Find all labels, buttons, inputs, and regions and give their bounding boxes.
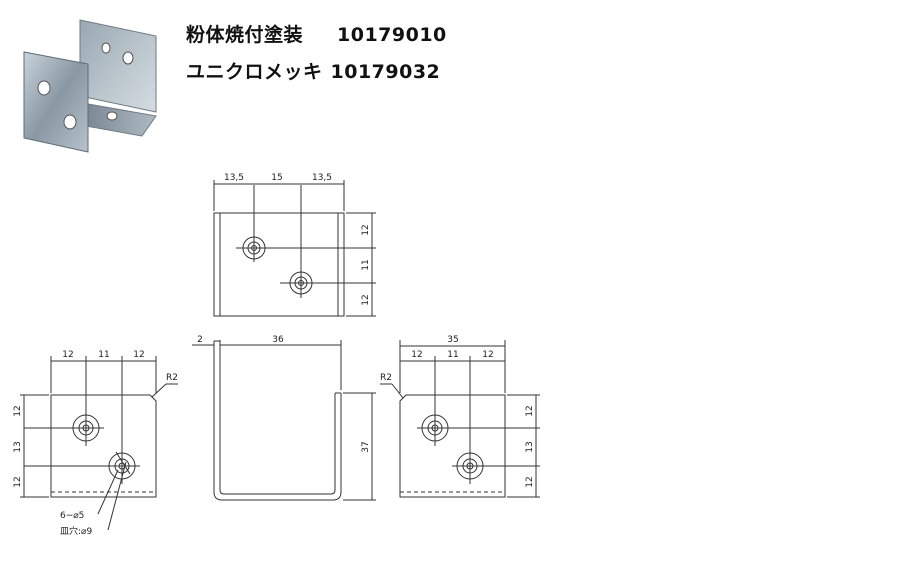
finish-name-unichrome: ユニクロメッキ: [186, 61, 323, 83]
dim-left-v2: 13: [13, 441, 23, 452]
front-view: [192, 340, 376, 501]
dim-right-v3: 12: [525, 476, 535, 487]
hole-note-countersink: 皿穴:⌀9: [60, 525, 92, 537]
dim-top-v2: 11: [361, 259, 371, 270]
left-view-outline: [50, 394, 157, 498]
dim-top-h1: 13,5: [224, 173, 244, 183]
dim-left-v1: 12: [13, 405, 23, 416]
dim-top-h3: 13,5: [312, 173, 332, 183]
dim-right-h2: 11: [447, 350, 458, 360]
dim-right-h3: 12: [482, 350, 493, 360]
dim-front-width: 36: [272, 335, 284, 345]
dim-top-v3: 12: [361, 294, 371, 305]
hole-note-count: 6−⌀5: [60, 511, 84, 521]
dim-front-height: 37: [361, 441, 371, 452]
dim-top-v1: 12: [361, 224, 371, 235]
title-powder-coat: 粉体焼付塗装 10179010: [186, 20, 447, 47]
dim-right-overall: 35: [447, 335, 458, 345]
dim-left-h3: 12: [133, 350, 144, 360]
radius-left: R2: [166, 373, 178, 383]
dim-right-h1: 12: [411, 350, 422, 360]
dim-thickness: 2: [197, 335, 203, 345]
product-code-powder: 10179010: [337, 24, 447, 46]
product-photo: [23, 19, 157, 153]
radius-right: R2: [380, 373, 392, 383]
dimension-labels: 13,5 15 13,5 12 11 12 2 36 37 12 11 12 1…: [13, 173, 535, 537]
front-view-outer: [213, 341, 342, 501]
left-view: [20, 356, 178, 531]
finish-name-powder: 粉体焼付塗装: [186, 24, 304, 46]
product-code-unichrome: 10179032: [330, 61, 441, 83]
dim-right-v2: 13: [525, 441, 535, 452]
right-view: [380, 340, 540, 498]
top-view-outline: [213, 212, 345, 317]
title-unichrome: ユニクロメッキ 10179032: [186, 57, 440, 84]
dim-right-v1: 12: [525, 405, 535, 416]
right-view-outline: [399, 394, 506, 498]
top-view: [213, 180, 376, 317]
dim-left-v3: 12: [13, 476, 23, 487]
dim-top-h2: 15: [271, 173, 282, 183]
dim-left-h1: 12: [62, 350, 73, 360]
dim-left-h2: 11: [98, 350, 109, 360]
